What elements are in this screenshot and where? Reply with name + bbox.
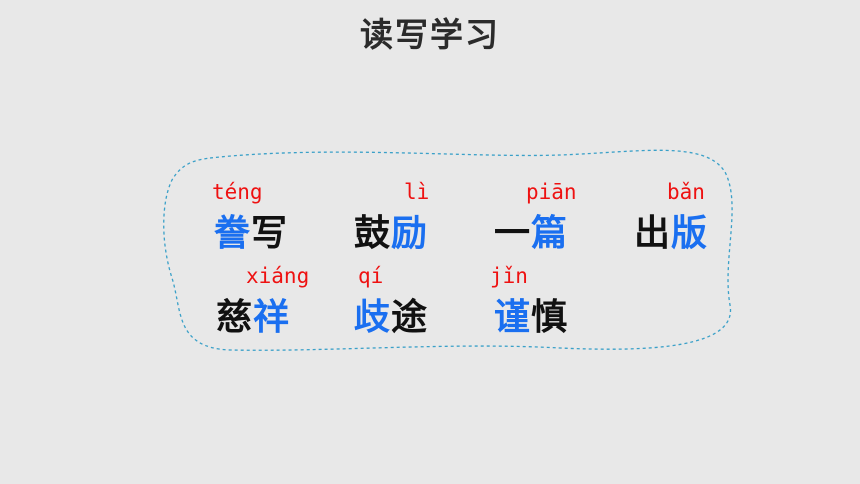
char-plain: 写 <box>251 213 289 254</box>
char-highlighted: 歧 <box>354 297 392 338</box>
word-characters: 鼓励 <box>354 204 428 256</box>
char-highlighted: 版 <box>671 213 709 254</box>
pinyin-label: téng <box>212 180 263 204</box>
word-characters: 出版 <box>634 204 708 256</box>
pinyin-label: qí <box>358 264 384 288</box>
char-plain: 慈 <box>216 297 254 338</box>
char-plain: 出 <box>634 213 672 254</box>
char-highlighted: 誊 <box>214 213 252 254</box>
word-characters: 谨慎 <box>494 288 568 340</box>
word-qitu: qí 歧途 <box>354 264 494 374</box>
word-chuban: bǎn 出版 <box>634 180 774 290</box>
word-cixiang: xiáng 慈祥 <box>216 264 356 374</box>
pinyin-label: bǎn <box>667 180 705 204</box>
pinyin-label: lì <box>404 180 430 204</box>
char-plain: 鼓 <box>354 213 392 254</box>
char-plain: 慎 <box>531 297 569 338</box>
char-highlighted: 篇 <box>531 213 569 254</box>
char-highlighted: 祥 <box>253 297 291 338</box>
word-guli: lì 鼓励 <box>354 180 494 290</box>
pinyin-label: piān <box>526 180 577 204</box>
pinyin-label: jǐn <box>490 264 528 288</box>
word-yipian: piān 一篇 <box>494 180 634 290</box>
word-characters: 一篇 <box>494 204 568 256</box>
char-plain: 途 <box>391 297 429 338</box>
char-plain: 一 <box>494 213 532 254</box>
word-characters: 誊写 <box>214 204 288 256</box>
pinyin-label: xiáng <box>246 264 310 288</box>
char-highlighted: 励 <box>391 213 429 254</box>
word-characters: 歧途 <box>354 288 428 340</box>
word-jinshen: jǐn 谨慎 <box>490 264 634 374</box>
page-title: 读写学习 <box>360 15 500 54</box>
char-highlighted: 谨 <box>494 297 532 338</box>
word-tengxie: téng 誊写 <box>212 180 354 290</box>
word-characters: 慈祥 <box>216 288 290 340</box>
